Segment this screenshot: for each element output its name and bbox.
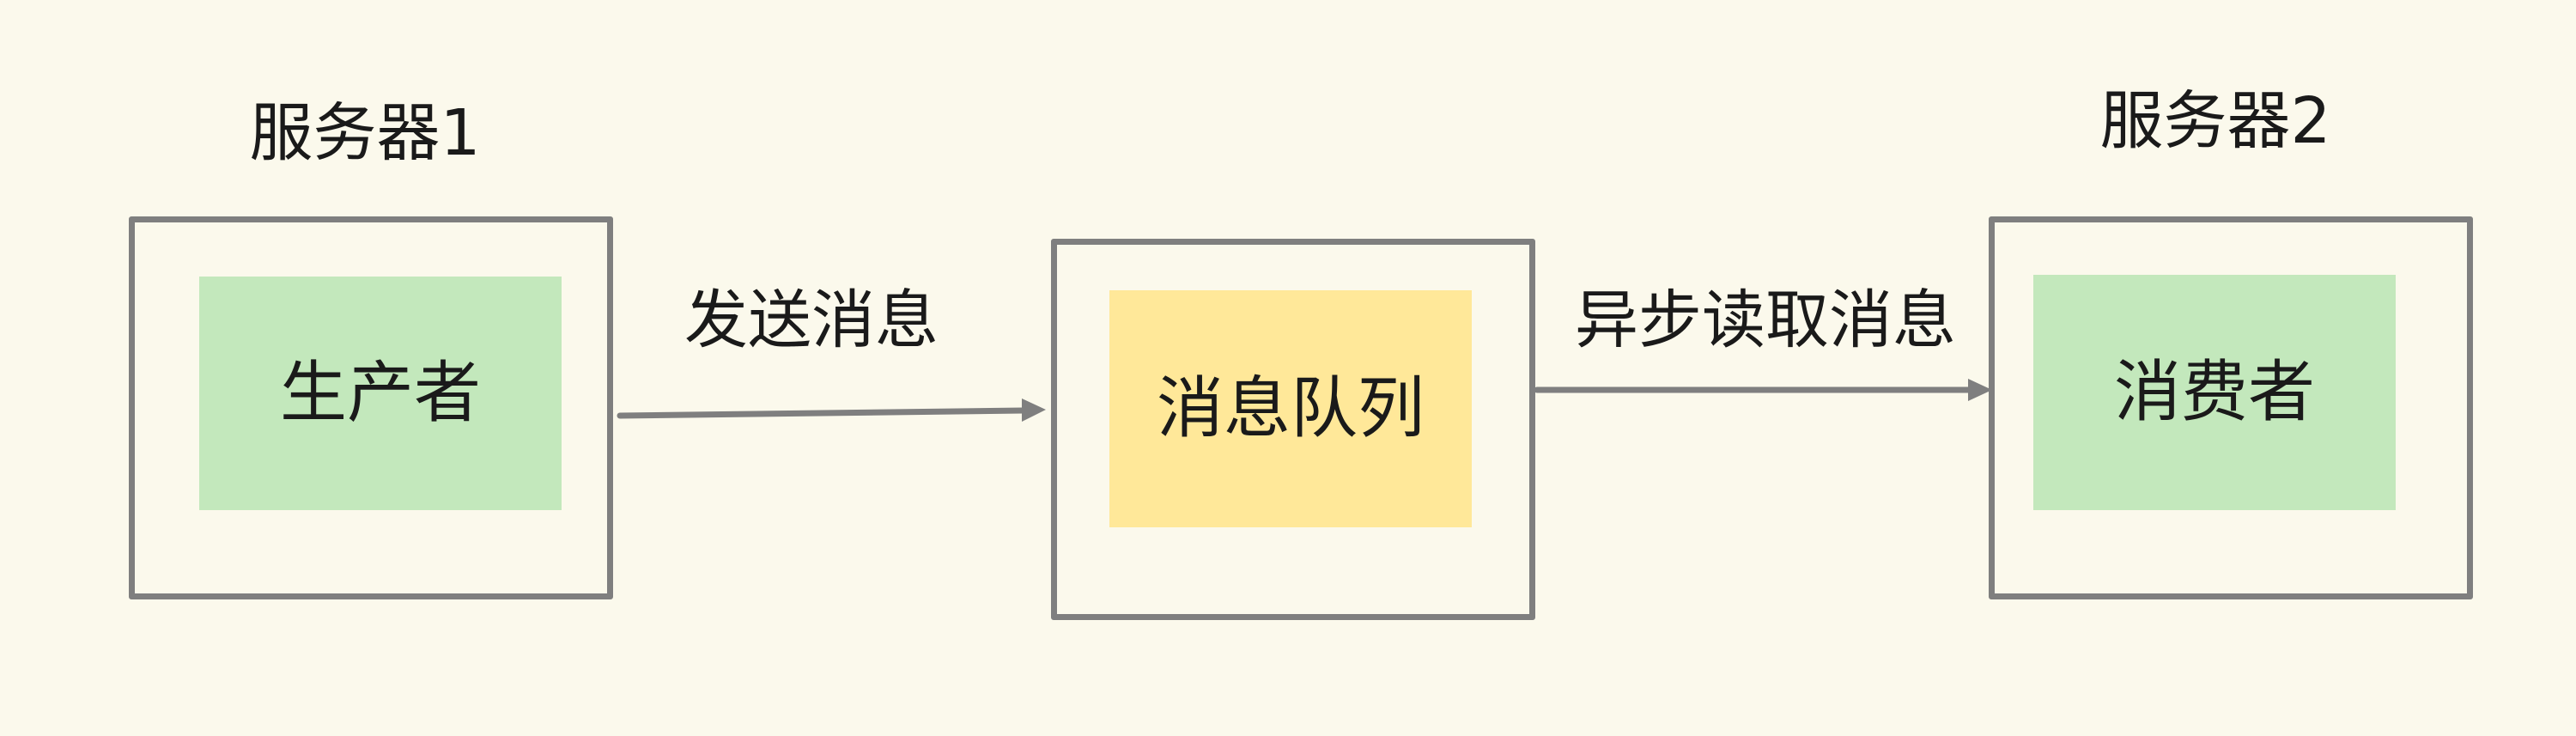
queue-node: 消息队列 — [1109, 290, 1472, 527]
send-message-label: 发送消息 — [684, 283, 939, 357]
queue-label: 消息队列 — [1156, 370, 1425, 447]
producer-label: 生产者 — [279, 355, 481, 432]
consumer-node: 消费者 — [2033, 275, 2396, 510]
async-read-label: 异步读取消息 — [1575, 283, 1956, 357]
server2-box — [1989, 216, 2473, 599]
server1-label: 服务器1 — [249, 96, 481, 170]
consumer-label: 消费者 — [2113, 354, 2315, 431]
server2-label: 服务器2 — [2099, 84, 2331, 158]
async-read-arrow — [1534, 379, 1992, 401]
send-arrow — [617, 398, 1046, 422]
queue-box — [1051, 239, 1535, 620]
server1-box — [129, 216, 613, 599]
producer-node: 生产者 — [199, 277, 562, 510]
